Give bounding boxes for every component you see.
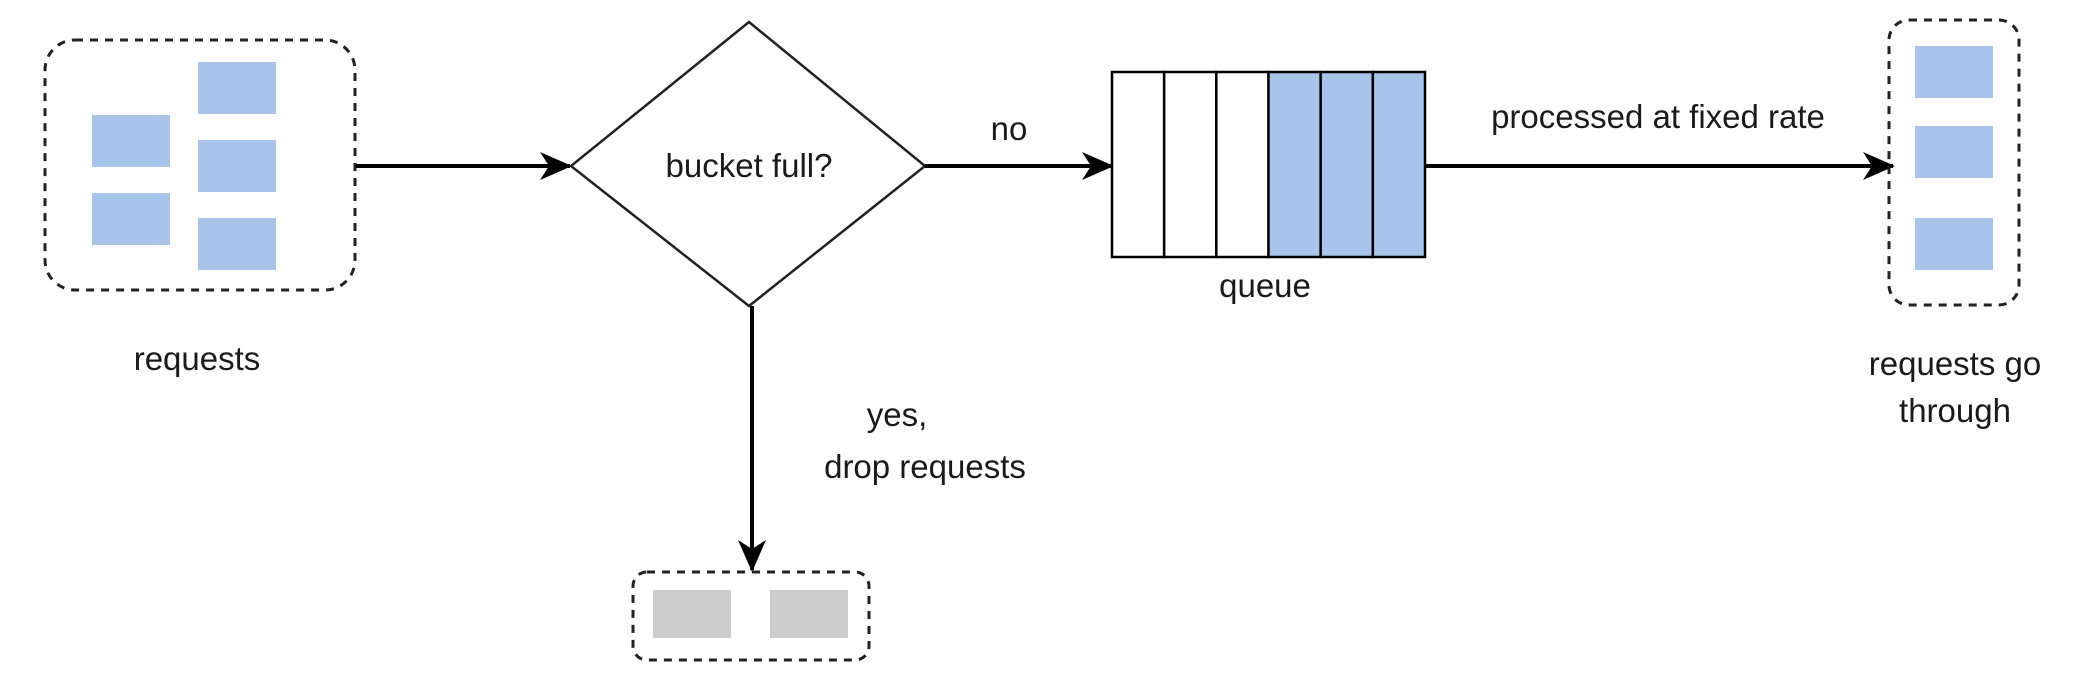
passed-request-block [1915,126,1993,178]
dropped-request-block [770,590,848,638]
request-block [198,62,276,114]
request-block [92,115,170,167]
output-label-line1: requests go [1869,345,2041,382]
request-block [198,140,276,192]
incoming-requests-container [43,38,357,292]
queue-slot-empty [1162,70,1218,259]
request-block [92,193,170,245]
yes-branch-label-line1: yes, [867,396,928,433]
no-branch-label: no [991,110,1028,147]
queue-slot-empty [1215,70,1270,259]
decision-diamond [568,20,927,308]
decision-label: bucket full? [666,147,833,184]
passed-request-block [1915,218,1993,270]
dropped-requests-container [631,570,871,662]
decision-node: bucket full? [568,20,927,308]
queue-slot-filled [1319,70,1375,259]
rate-label: processed at fixed rate [1491,98,1825,135]
incoming-requests-group: requests [43,38,357,377]
queue-slot-empty [1110,70,1166,259]
output-requests-group: requests go through [1869,18,2041,429]
request-block [198,218,276,270]
queue-slot-filled [1371,70,1427,259]
dropped-request-block [653,590,731,638]
output-requests-container [1887,18,2021,307]
output-label-line2: through [1899,392,2011,429]
requests-label: requests [134,340,261,377]
queue-slot-filled [1267,70,1322,259]
yes-branch-label-line2: drop requests [824,448,1026,485]
queue-label: queue [1219,267,1311,304]
passed-request-block [1915,46,1993,98]
queue [1110,70,1427,259]
dropped-requests-group [631,570,871,662]
